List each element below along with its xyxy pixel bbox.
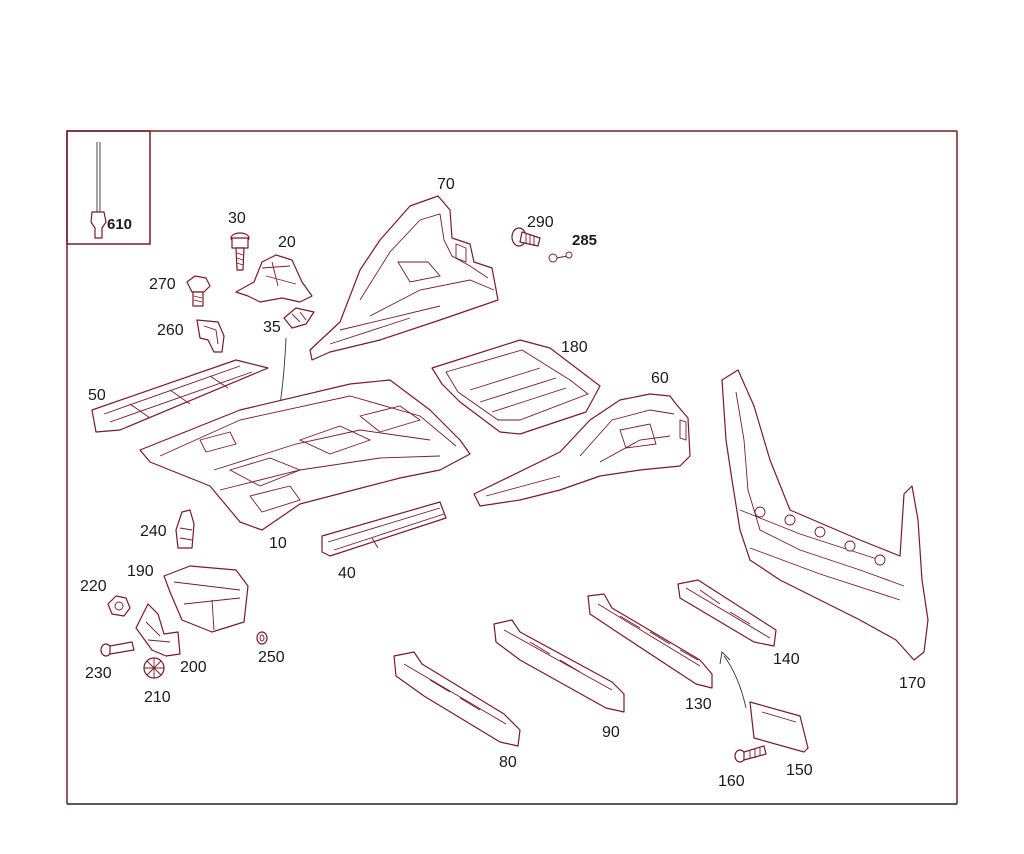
inset-box-610: [66, 130, 151, 245]
part-150-plate[interactable]: [749, 701, 809, 753]
leader-150: [723, 655, 747, 709]
label-190: 190: [127, 563, 154, 580]
part-220-nut[interactable]: [107, 595, 131, 617]
part-240-clip[interactable]: [175, 509, 195, 549]
part-50-rail[interactable]: [91, 359, 269, 433]
part-290-bolt[interactable]: [511, 227, 541, 247]
part-170-rear-panel[interactable]: [721, 369, 929, 661]
label-290: 290: [527, 214, 554, 231]
label-150: 150: [786, 762, 813, 779]
part-40-rail[interactable]: [321, 501, 447, 557]
part-130-cross-member[interactable]: [587, 593, 713, 689]
part-270-bolt[interactable]: [186, 275, 211, 307]
part-190-box[interactable]: [163, 565, 249, 633]
label-240: 240: [140, 523, 167, 540]
label-60: 60: [651, 370, 669, 387]
part-35-bracket[interactable]: [283, 307, 315, 329]
label-210: 210: [144, 689, 171, 706]
part-200-bracket[interactable]: [135, 603, 181, 657]
part-160-screw[interactable]: [734, 745, 767, 763]
label-70: 70: [437, 176, 455, 193]
label-130: 130: [685, 696, 712, 713]
part-260-clip[interactable]: [196, 319, 225, 353]
label-270: 270: [149, 276, 176, 293]
label-285: 285: [572, 232, 597, 249]
part-90-cross-member[interactable]: [493, 619, 625, 713]
part-210-wheel[interactable]: [143, 657, 165, 679]
label-35: 35: [263, 319, 281, 336]
part-610-bolt[interactable]: [90, 142, 107, 239]
part-230-screw[interactable]: [100, 641, 135, 657]
part-20-bracket[interactable]: [235, 254, 313, 303]
part-140-cross-member[interactable]: [677, 579, 777, 647]
part-60-wheel-arch[interactable]: [473, 393, 691, 507]
part-30-bolt[interactable]: [230, 232, 250, 271]
label-50: 50: [88, 387, 106, 404]
label-140: 140: [773, 651, 800, 668]
label-20: 20: [278, 234, 296, 251]
part-80-cross-member[interactable]: [393, 651, 521, 747]
label-40: 40: [338, 565, 356, 582]
leader-150-arrow: [719, 651, 731, 665]
label-30: 30: [228, 210, 246, 227]
label-260: 260: [157, 322, 184, 339]
part-180-tub[interactable]: [431, 339, 601, 435]
label-200: 200: [180, 659, 207, 676]
part-70-wheel-arch[interactable]: [309, 195, 499, 361]
label-160: 160: [718, 773, 745, 790]
label-610: 610: [107, 216, 132, 233]
part-285-washer[interactable]: [548, 251, 573, 263]
label-170: 170: [899, 675, 926, 692]
label-250: 250: [258, 649, 285, 666]
label-180: 180: [561, 339, 588, 356]
label-10: 10: [269, 535, 287, 552]
part-10-floor-panel[interactable]: [139, 379, 471, 531]
part-250-grommet[interactable]: [256, 631, 268, 645]
label-80: 80: [499, 754, 517, 771]
label-220: 220: [80, 578, 107, 595]
label-230: 230: [85, 665, 112, 682]
label-90: 90: [602, 724, 620, 741]
